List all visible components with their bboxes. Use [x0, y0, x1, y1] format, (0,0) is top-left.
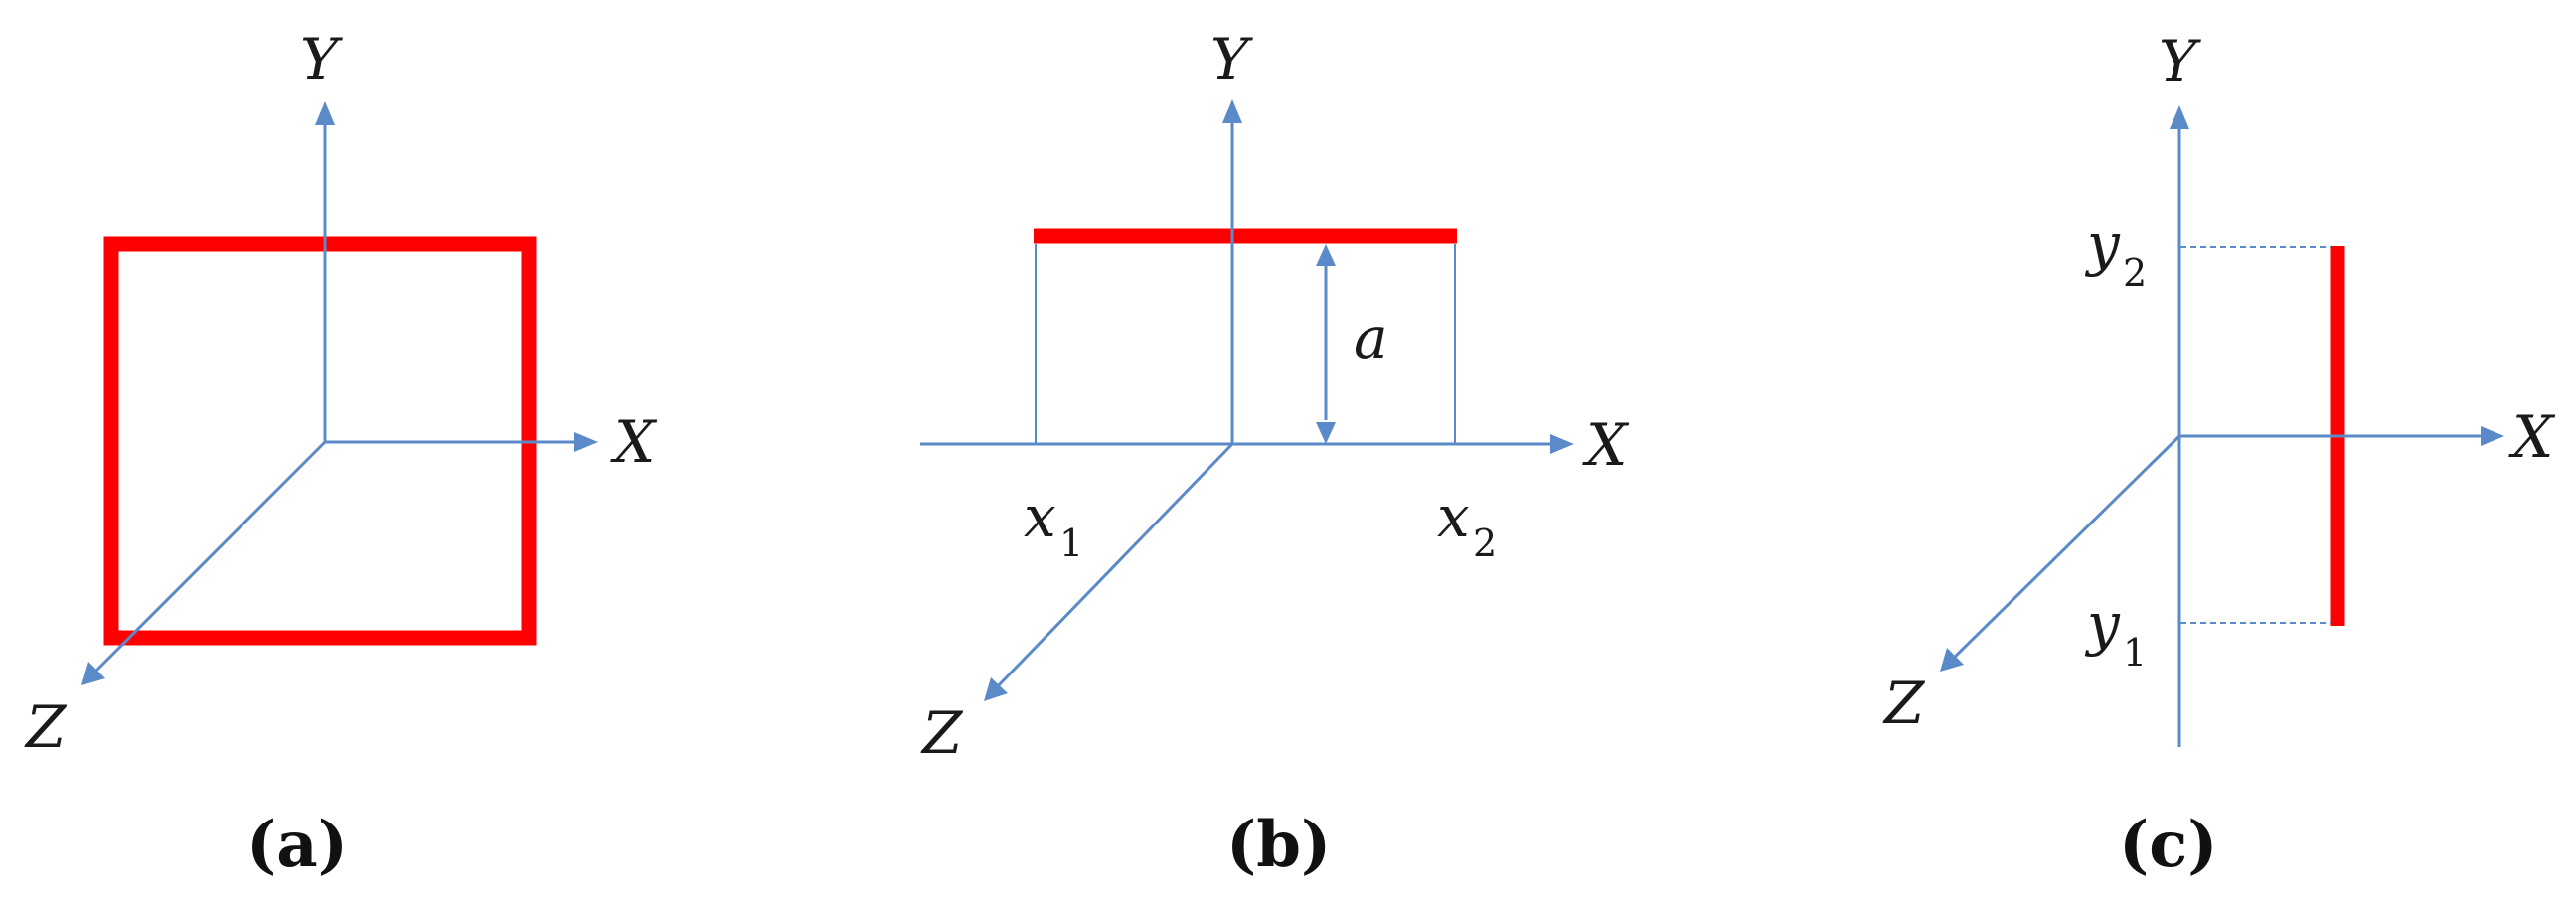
z-axis-label: Z	[920, 699, 964, 767]
z-axis-label: Z	[1882, 670, 1926, 737]
z-axis	[992, 442, 1234, 692]
svg-text:2: 2	[2123, 251, 2147, 295]
x2-label: x 2	[1437, 483, 1497, 565]
caption-c: (c)	[2119, 808, 2218, 882]
x-arrowhead	[2481, 426, 2504, 446]
svg-text:y: y	[2084, 590, 2121, 658]
z-arrowhead	[984, 677, 1008, 701]
svg-text:x: x	[1437, 483, 1470, 550]
y2-label: y 2	[2084, 211, 2147, 295]
x-axis-label: X	[610, 408, 658, 476]
x-arrowhead	[574, 432, 598, 452]
svg-text:1: 1	[2123, 631, 2147, 674]
z-axis	[1948, 434, 2181, 664]
z-arrowhead	[1940, 648, 1964, 672]
y-arrowhead	[2170, 105, 2189, 129]
y1-label: y 1	[2084, 590, 2147, 674]
svg-text:y: y	[2084, 211, 2121, 278]
z-axis-label: Z	[24, 693, 68, 761]
panel-c: Y X Z y 2 y 1 (c)	[1882, 28, 2556, 882]
y-axis-label: Y	[1210, 26, 1253, 93]
y-axis-label: Y	[300, 26, 343, 93]
x-arrowhead	[1550, 434, 1574, 454]
panel-a: Y X Z (a)	[24, 26, 658, 882]
z-axis	[89, 440, 327, 677]
x1-label: x 1	[1024, 483, 1083, 565]
x-axis-label: X	[2508, 403, 2556, 471]
distance-label: a	[1354, 304, 1388, 372]
svg-text:2: 2	[1473, 522, 1497, 565]
caption-a: (a)	[246, 808, 348, 882]
z-arrowhead	[81, 662, 105, 685]
caption-b: (b)	[1226, 808, 1331, 882]
x-axis-label: X	[1582, 411, 1630, 479]
y-arrowhead	[315, 101, 335, 125]
distance-arrow-bottom	[1316, 422, 1336, 444]
panel-b: a Y X Z x 1 x 2 (b)	[920, 26, 1630, 882]
svg-text:1: 1	[1059, 522, 1083, 565]
y-arrowhead	[1222, 99, 1242, 123]
distance-arrow-top	[1316, 244, 1336, 266]
y-axis-label: Y	[2159, 28, 2201, 95]
svg-text:x: x	[1024, 483, 1056, 550]
